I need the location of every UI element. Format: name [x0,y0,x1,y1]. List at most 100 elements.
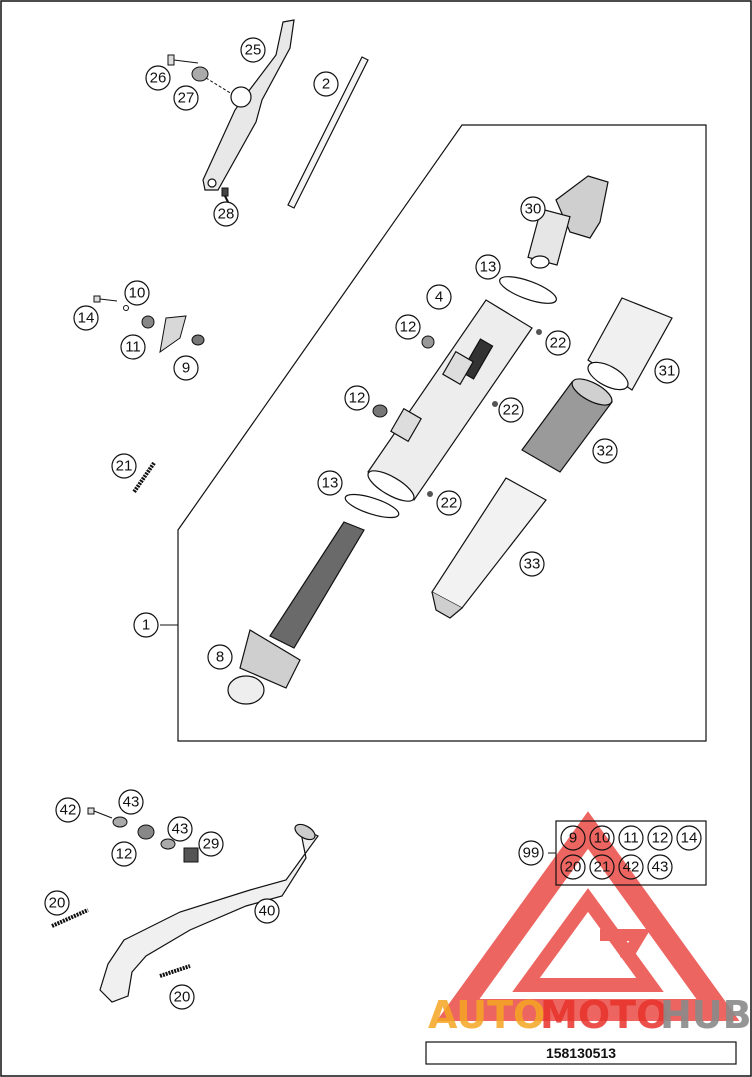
automotohub-watermark [436,811,740,1021]
nut-part-11 [141,315,155,329]
callout-circle [213,201,239,227]
kit-item-circle [618,825,644,851]
washer-part-43-a [112,816,128,828]
callout-c28: 28 [213,201,239,227]
callout-c21: 21 [111,453,137,479]
callout-circle [313,71,339,97]
kit-item-number: 12 [652,830,669,847]
kit-item-number: 43 [652,859,669,876]
outer-sleeve-part-31 [587,297,673,391]
callout-circle [111,841,137,867]
screw-part-22-c [427,491,433,497]
callout-c20b: 20 [169,984,195,1010]
callout-circle [395,314,421,340]
callout-circle [240,37,266,63]
grommet-part-12-lower [372,404,388,418]
washer-part-27 [191,66,209,82]
kit-item-number: 10 [594,830,611,847]
bracket-part-9 [159,315,187,354]
screw-part-22-b [492,401,498,407]
callout-c13a: 13 [475,254,501,280]
callout-number: 33 [524,556,541,573]
kit-item-circle [618,854,644,880]
callout-c29: 29 [198,831,224,857]
kit-item-circle [647,825,673,851]
callout-number: 22 [550,335,567,352]
callout-number: 20 [49,895,66,912]
kit-item-number: 20 [565,859,582,876]
callout-number: 40 [259,903,276,920]
callout-number: 14 [78,310,95,327]
document-id-box [425,1041,737,1065]
callout-c33: 33 [519,551,545,577]
callout-number: 20 [174,989,191,1006]
callout-c9: 9 [173,355,199,381]
bolt-part-14 [93,295,101,303]
callout-circle [120,334,146,360]
callout-c1: 1 [133,612,159,638]
callout-circle [344,385,370,411]
callout-c31: 31 [654,358,680,384]
callout-number: 30 [525,201,542,218]
kit-item-number: 11 [623,830,639,847]
callout-circle [498,397,524,423]
callout-circle [133,612,159,638]
screw-part-22-a [536,329,542,335]
callout-c11: 11 [120,334,146,360]
callout-circle [254,898,280,924]
callout-circle [436,490,462,516]
brand-moto: MOTO [540,993,668,1037]
brand-hub: HUB [660,993,752,1037]
kit-item-number: 14 [681,830,698,847]
callout-c14: 14 [73,305,99,331]
callout-number: 43 [172,821,189,838]
callout-c2: 2 [313,71,339,97]
seal-ring-part-13-top [499,276,557,304]
silencer-body-part-4 [367,299,533,502]
callout-number: 32 [597,443,614,460]
callout-number: 12 [400,319,417,336]
callout-number: 27 [178,90,195,107]
kit-label: 99 [523,845,540,862]
callout-number: 9 [182,360,190,377]
kit-item-circle [560,825,586,851]
washer-part-43-b [160,838,176,850]
callout-circle [55,797,81,823]
callout-number: 1 [142,617,150,634]
spring-part-21 [132,461,156,494]
watermark-g-stroke [600,929,651,964]
callout-c12b: 12 [344,385,370,411]
callout-circle [317,470,343,496]
end-cap-part-30 [527,175,609,269]
callout-c26: 26 [145,65,171,91]
callout-c30: 30 [520,196,546,222]
callout-c43b: 43 [167,816,193,842]
seal-ring-part-13-bottom [344,493,400,519]
callout-c20a: 20 [44,890,70,916]
callout-number: 8 [216,649,224,666]
callout-circle [198,831,224,857]
watermark-inner-triangle [512,888,664,992]
kit-item-number: 9 [569,830,577,847]
kit-item-circle [560,854,586,880]
callout-c25: 25 [240,37,266,63]
callout-number: 12 [349,390,366,407]
washer-part-10 [123,305,129,311]
kit-item-circle [589,825,615,851]
callout-number: 10 [129,285,146,302]
callout-circle [44,890,70,916]
callout-number: 25 [245,42,262,59]
callout-circle [118,789,144,815]
callout-c22a: 22 [545,330,571,356]
perforated-core-part-32 [521,378,613,473]
callout-number: 22 [441,495,458,512]
hardware-cluster [93,295,205,354]
bolt-part-26 [167,54,199,66]
callout-number: 4 [435,289,443,306]
callout-number: 31 [659,363,676,380]
callout-number: 42 [60,802,77,819]
callout-c8: 8 [207,644,233,670]
callout-number: 12 [116,846,133,863]
